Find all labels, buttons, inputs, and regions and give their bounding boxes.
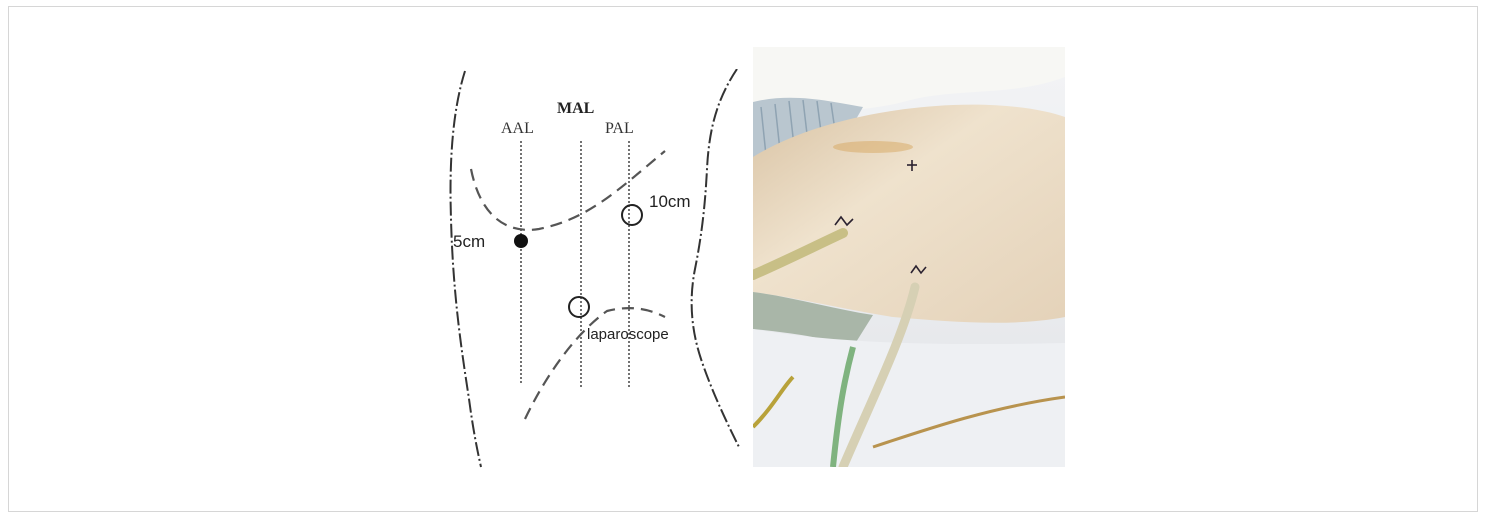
aal-label: AAL	[501, 120, 534, 137]
postoperative-photo	[753, 47, 1065, 467]
pal-label: PAL	[605, 120, 634, 137]
laparoscope-label: laparoscope	[587, 326, 669, 343]
port-placement-figure: MAL AAL PAL 5cm 10cm laparoscope	[439, 47, 1065, 467]
body-outline-right	[692, 69, 739, 447]
costal-margin-curve	[471, 151, 665, 230]
port-10cm-label: 10cm	[649, 192, 691, 211]
sheet-bottom	[753, 329, 1065, 467]
body-outline-left	[451, 71, 481, 467]
port-5cm-dot	[514, 234, 528, 248]
iodine-stain	[833, 141, 913, 153]
port-5cm-label: 5cm	[453, 232, 485, 251]
mal-label: MAL	[557, 100, 594, 117]
port-diagram: MAL AAL PAL 5cm 10cm laparoscope	[439, 69, 749, 469]
iliac-curve	[525, 308, 665, 419]
laparoscope-port-circle	[569, 297, 589, 317]
patient-flank	[753, 105, 1065, 323]
figure-frame: MAL AAL PAL 5cm 10cm laparoscope	[8, 6, 1478, 512]
port-10cm-circle	[622, 205, 642, 225]
